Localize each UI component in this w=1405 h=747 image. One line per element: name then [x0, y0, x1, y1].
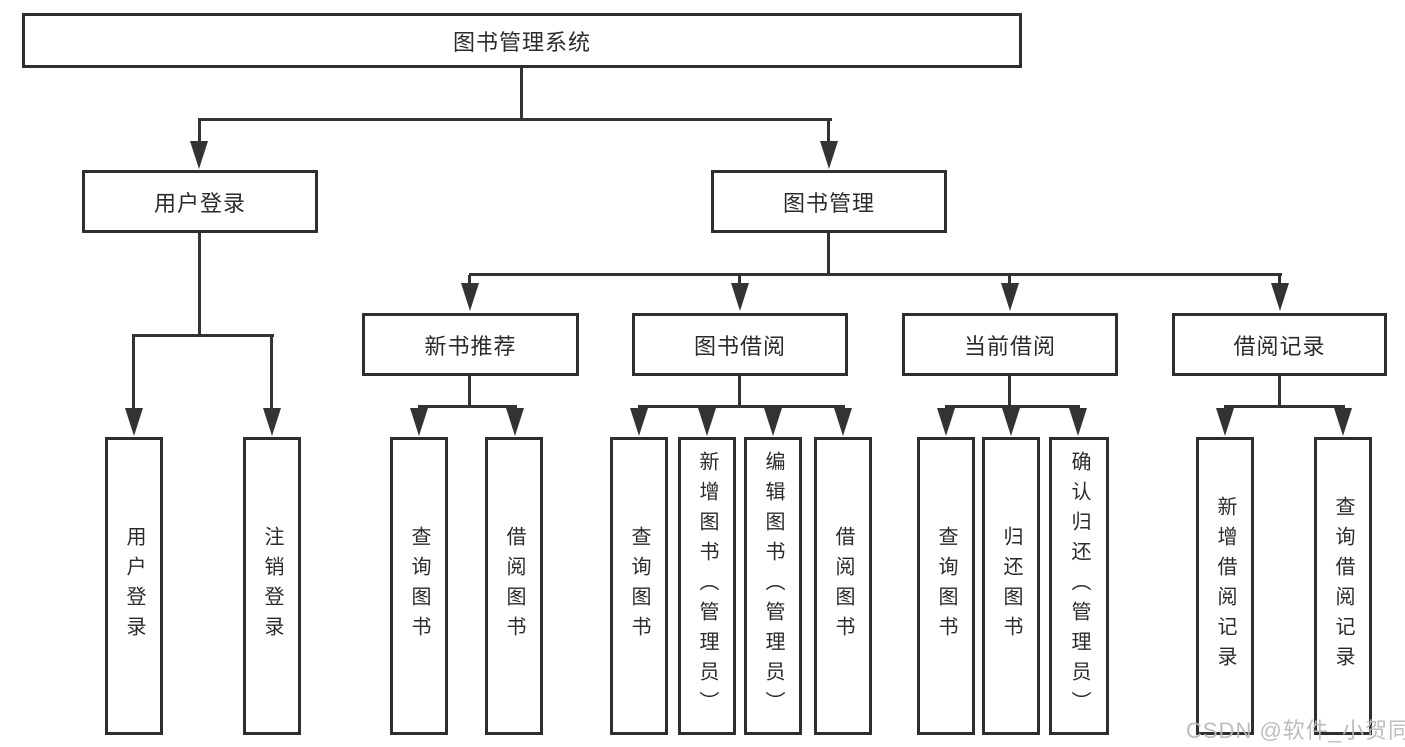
arrowhead-icon	[190, 141, 208, 169]
leaf-label: 确认归还（管理员）	[1068, 451, 1090, 721]
connector-v-book-borrow	[738, 376, 741, 407]
leaf-logout: 注销登录	[243, 437, 301, 735]
arrowhead-icon	[263, 408, 281, 436]
arrowhead-icon	[1001, 283, 1019, 311]
connector-h-current-borrow	[945, 405, 1080, 408]
arrowhead-icon	[698, 408, 716, 436]
connector-v-book-management	[827, 233, 830, 275]
connector-h-book-management	[469, 273, 1282, 276]
node-book-management: 图书管理	[711, 170, 947, 233]
leaf-user-login: 用户登录	[105, 437, 163, 735]
node-user-login: 用户登录	[82, 170, 318, 233]
arrowhead-icon	[410, 408, 428, 436]
connector-v-to-leaf	[270, 336, 273, 410]
leaf-label: 归还图书	[1000, 526, 1022, 646]
connector-h-new-book	[418, 405, 517, 408]
arrowhead-icon	[1002, 408, 1020, 436]
leaf-label: 查询图书	[628, 526, 650, 646]
leaf-add-borrow-record: 新增借阅记录	[1196, 437, 1254, 735]
arrowhead-icon	[764, 408, 782, 436]
leaf-label: 借阅图书	[503, 526, 525, 646]
leaf-label: 查询图书	[408, 526, 430, 646]
node-new-book-recommend: 新书推荐	[362, 313, 579, 376]
node-root: 图书管理系统	[22, 13, 1022, 68]
leaf-query-borrow-record: 查询借阅记录	[1314, 437, 1372, 735]
arrowhead-icon	[937, 408, 955, 436]
leaf-return-book: 归还图书	[982, 437, 1040, 735]
leaf-add-book-admin: 新增图书（管理员）	[678, 437, 736, 735]
arrowhead-icon	[731, 283, 749, 311]
arrowhead-icon	[1271, 283, 1289, 311]
node-book-management-label: 图书管理	[782, 190, 875, 216]
node-book-borrow: 图书借阅	[632, 313, 848, 376]
connector-v-current-borrow	[1008, 376, 1011, 407]
leaf-edit-book-admin: 编辑图书（管理员）	[744, 437, 802, 735]
arrowhead-icon	[1334, 408, 1352, 436]
arrowhead-icon	[630, 408, 648, 436]
node-new-book-recommend-label: 新书推荐	[424, 333, 517, 359]
connector-h-borrow-records	[1224, 405, 1345, 408]
leaf-borrow-books-recommend: 借阅图书	[485, 437, 543, 735]
leaf-query-books-recommend: 查询图书	[390, 437, 448, 735]
leaf-query-books-borrow: 查询图书	[610, 437, 668, 735]
connector-v-new-book	[468, 376, 471, 407]
arrowhead-icon	[834, 408, 852, 436]
arrowhead-icon	[820, 141, 838, 169]
leaf-confirm-return-admin: 确认归还（管理员）	[1049, 437, 1109, 735]
arrowhead-icon	[1216, 408, 1234, 436]
leaf-label: 用户登录	[123, 526, 145, 646]
leaf-query-books-current: 查询图书	[917, 437, 975, 735]
arrowhead-icon	[506, 408, 524, 436]
connector-v-to-book-management	[827, 120, 830, 144]
connector-v-to-user-login	[198, 120, 201, 144]
leaf-label: 查询图书	[935, 526, 957, 646]
node-current-borrow-label: 当前借阅	[963, 333, 1056, 359]
arrowhead-icon	[1069, 408, 1087, 436]
connector-v-to-leaf	[132, 336, 135, 410]
connector-v-to-node	[1278, 275, 1281, 285]
connector-h-book-borrow	[638, 405, 845, 408]
connector-v-to-node	[468, 275, 471, 285]
connector-v-to-node	[1008, 275, 1011, 285]
leaf-label: 借阅图书	[832, 526, 854, 646]
leaf-label: 新增图书（管理员）	[696, 451, 718, 721]
node-user-login-label: 用户登录	[153, 190, 246, 216]
node-book-borrow-label: 图书借阅	[693, 333, 786, 359]
connector-v-user-login	[198, 233, 201, 337]
node-root-label: 图书管理系统	[452, 29, 591, 55]
leaf-borrow-books: 借阅图书	[814, 437, 872, 735]
leaf-label: 查询借阅记录	[1332, 496, 1354, 676]
connector-v-root	[520, 68, 523, 120]
connector-v-borrow-records	[1278, 376, 1281, 407]
connector-h-root	[198, 118, 832, 121]
leaf-label: 新增借阅记录	[1214, 496, 1236, 676]
leaf-label: 注销登录	[261, 526, 283, 646]
leaf-label: 编辑图书（管理员）	[762, 451, 784, 721]
csdn-watermark: CSDN @软件_小贺同学	[1186, 718, 1405, 743]
arrowhead-icon	[125, 408, 143, 436]
node-borrow-records-label: 借阅记录	[1233, 333, 1326, 359]
connector-h-user-login	[132, 334, 274, 337]
connector-v-to-node	[738, 275, 741, 285]
node-current-borrow: 当前借阅	[902, 313, 1118, 376]
arrowhead-icon	[461, 283, 479, 311]
node-borrow-records: 借阅记录	[1172, 313, 1387, 376]
